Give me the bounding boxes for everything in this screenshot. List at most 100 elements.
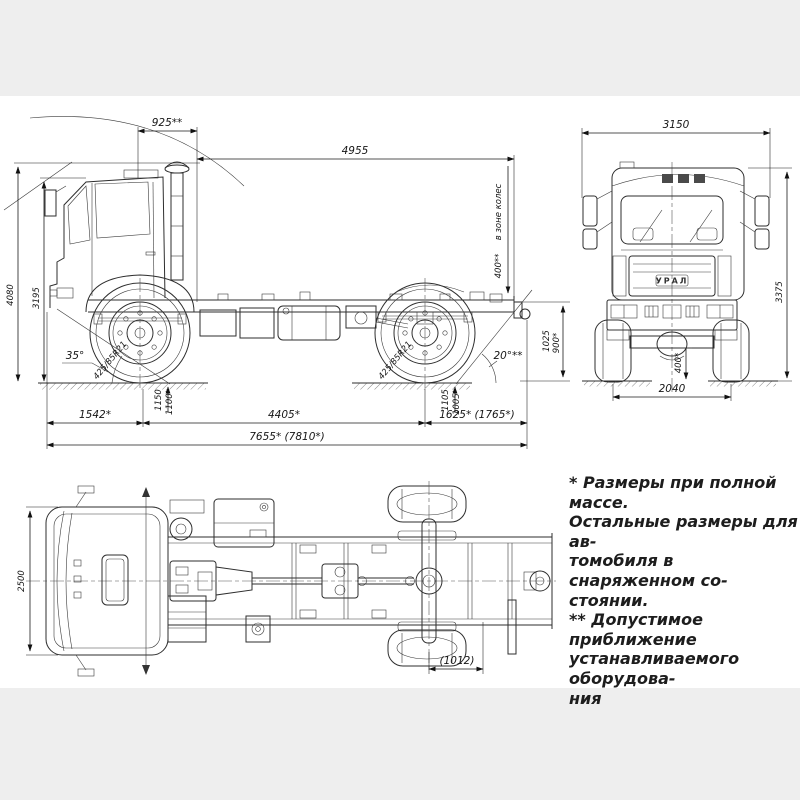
dim-label-925: 925**	[152, 117, 183, 129]
dim-front-height: 3375	[748, 167, 792, 382]
notes-block: * Размеры при полной массе. Остальные ра…	[569, 473, 799, 708]
front-bumper	[606, 299, 738, 341]
tow-hitch-bracket	[513, 301, 523, 319]
dim-label-wheel-zone: в зоне колес	[494, 183, 504, 240]
license-plate-mount	[662, 304, 682, 319]
dim-cab-width: 2500	[17, 506, 58, 656]
transfer-case-plan	[321, 563, 359, 599]
dim-overall-length: 7655* (7810*)	[46, 431, 528, 448]
roof-vent	[694, 174, 705, 183]
cab-plan	[45, 485, 169, 677]
rear-wheel-plan-top	[387, 485, 467, 523]
letterbox-bottom	[0, 688, 800, 800]
wheel-left-front-view	[594, 319, 632, 383]
roof-vent	[678, 174, 689, 183]
grille-badge-ural: УРАЛ	[656, 277, 689, 286]
windshield-front	[620, 195, 724, 245]
dim-label-4080: 4080	[6, 284, 16, 306]
front-view-drawing: УРАЛ	[581, 119, 792, 401]
note-line: устанавливаемого оборудова-	[569, 649, 740, 688]
equipment-plan	[167, 498, 275, 643]
mirror-right	[739, 190, 770, 250]
grille: УРАЛ	[628, 255, 716, 297]
dim-equip-clearance: в зоне колес 400**	[395, 166, 511, 294]
dim-frame-height-rear: 1105 1005*	[441, 386, 462, 415]
dim-body-space: 4955	[196, 145, 515, 298]
dim-label-3195: 3195	[32, 287, 42, 309]
air-cleaner	[169, 517, 193, 541]
dim-rear-overhang: 1625* (1765*)	[424, 320, 528, 449]
roof-vent	[662, 174, 673, 183]
dim-label-1542: 1542*	[79, 409, 111, 421]
mirror-plan-top	[77, 485, 95, 494]
front-axle	[629, 331, 715, 361]
note-line: томобиля в снаряженном со-	[569, 551, 728, 590]
rear-wheel-plan-bottom	[387, 629, 467, 667]
tire-size-label-front: 425/85R21	[92, 340, 130, 382]
bumper-step	[56, 287, 74, 299]
dim-approach-angle: 35°	[56, 308, 171, 385]
side-intake-left	[612, 255, 627, 297]
gearbox-plan	[215, 566, 253, 596]
dim-label-4955: 4955	[342, 145, 369, 157]
transfer-case-side	[345, 305, 377, 329]
wheel-right-front-view	[712, 319, 750, 383]
door-handle	[145, 251, 156, 256]
front-fender-arch	[85, 274, 195, 313]
dim-label-1005: 1005*	[452, 389, 462, 415]
dim-label-35deg: 35°	[66, 350, 85, 362]
side-intake-right	[717, 255, 732, 297]
dim-label-400-clearance: 400*	[674, 353, 684, 373]
wiper	[689, 209, 713, 243]
dim-overall-width: 3150	[581, 119, 771, 198]
dim-label-2040: 2040	[659, 383, 686, 395]
step-box	[199, 309, 237, 337]
mirror-plan-bottom	[77, 668, 95, 677]
dim-label-7655: 7655* (7810*)	[249, 431, 324, 443]
windshield-side	[67, 185, 91, 245]
tire-size-label-rear: 425/85R21	[377, 340, 415, 382]
battery-box	[239, 307, 275, 339]
fuel-filler	[282, 307, 290, 315]
rear-bar-plan	[507, 599, 517, 655]
dim-label-1025: 1025	[542, 330, 552, 352]
tow-hook	[519, 308, 531, 320]
headlight-side	[49, 289, 58, 297]
dim-front-overhang: 1542*	[46, 312, 144, 449]
chassis-frame-side	[88, 291, 531, 341]
dim-label-2500: 2500	[17, 570, 27, 592]
note-line: Остальные размеры для ав-	[569, 512, 798, 551]
letterbox-top	[0, 0, 800, 96]
door-window	[94, 181, 151, 239]
dim-label-400-equip: 400**	[494, 254, 504, 279]
dim-departure-angle: 20°**	[455, 289, 533, 385]
dim-overall-height: 4080	[6, 162, 200, 382]
side-view-drawing: 425/85R21 425/85R21 92	[3, 116, 570, 449]
dim-rear-ref: (1012)	[428, 622, 484, 674]
ground-hatch-front	[40, 383, 206, 390]
dim-cab-height: 3195	[32, 177, 86, 382]
dim-frame-height-front: 1150 1100*	[154, 386, 175, 415]
mirror-side	[44, 189, 57, 217]
note-line: ния	[569, 688, 602, 708]
dim-label-3150: 3150	[663, 119, 690, 131]
tow-device-plan	[523, 570, 551, 592]
note-line: * Размеры при полной массе.	[569, 473, 777, 512]
dim-label-1150: 1150	[154, 389, 164, 411]
wiper	[639, 209, 663, 243]
front-wheel-side: 425/85R21	[89, 278, 191, 390]
dim-label-900: 900*	[552, 333, 562, 353]
dim-wheelbase: 4405*	[142, 389, 426, 427]
battery-box-plan	[167, 595, 207, 643]
roof-marker-lamp	[619, 161, 635, 169]
dim-label-1100: 1100*	[165, 389, 175, 415]
cab-tilt-line	[3, 161, 73, 211]
dim-cab-tilt: 925**	[137, 117, 198, 302]
ground-hatch-rear	[354, 383, 470, 390]
mirror-left	[582, 190, 613, 250]
dim-clearance: 400*	[674, 347, 692, 380]
note-line: стоянии.	[569, 590, 649, 610]
cab-side	[44, 169, 195, 313]
dim-label-20deg: 20°**	[493, 350, 522, 362]
